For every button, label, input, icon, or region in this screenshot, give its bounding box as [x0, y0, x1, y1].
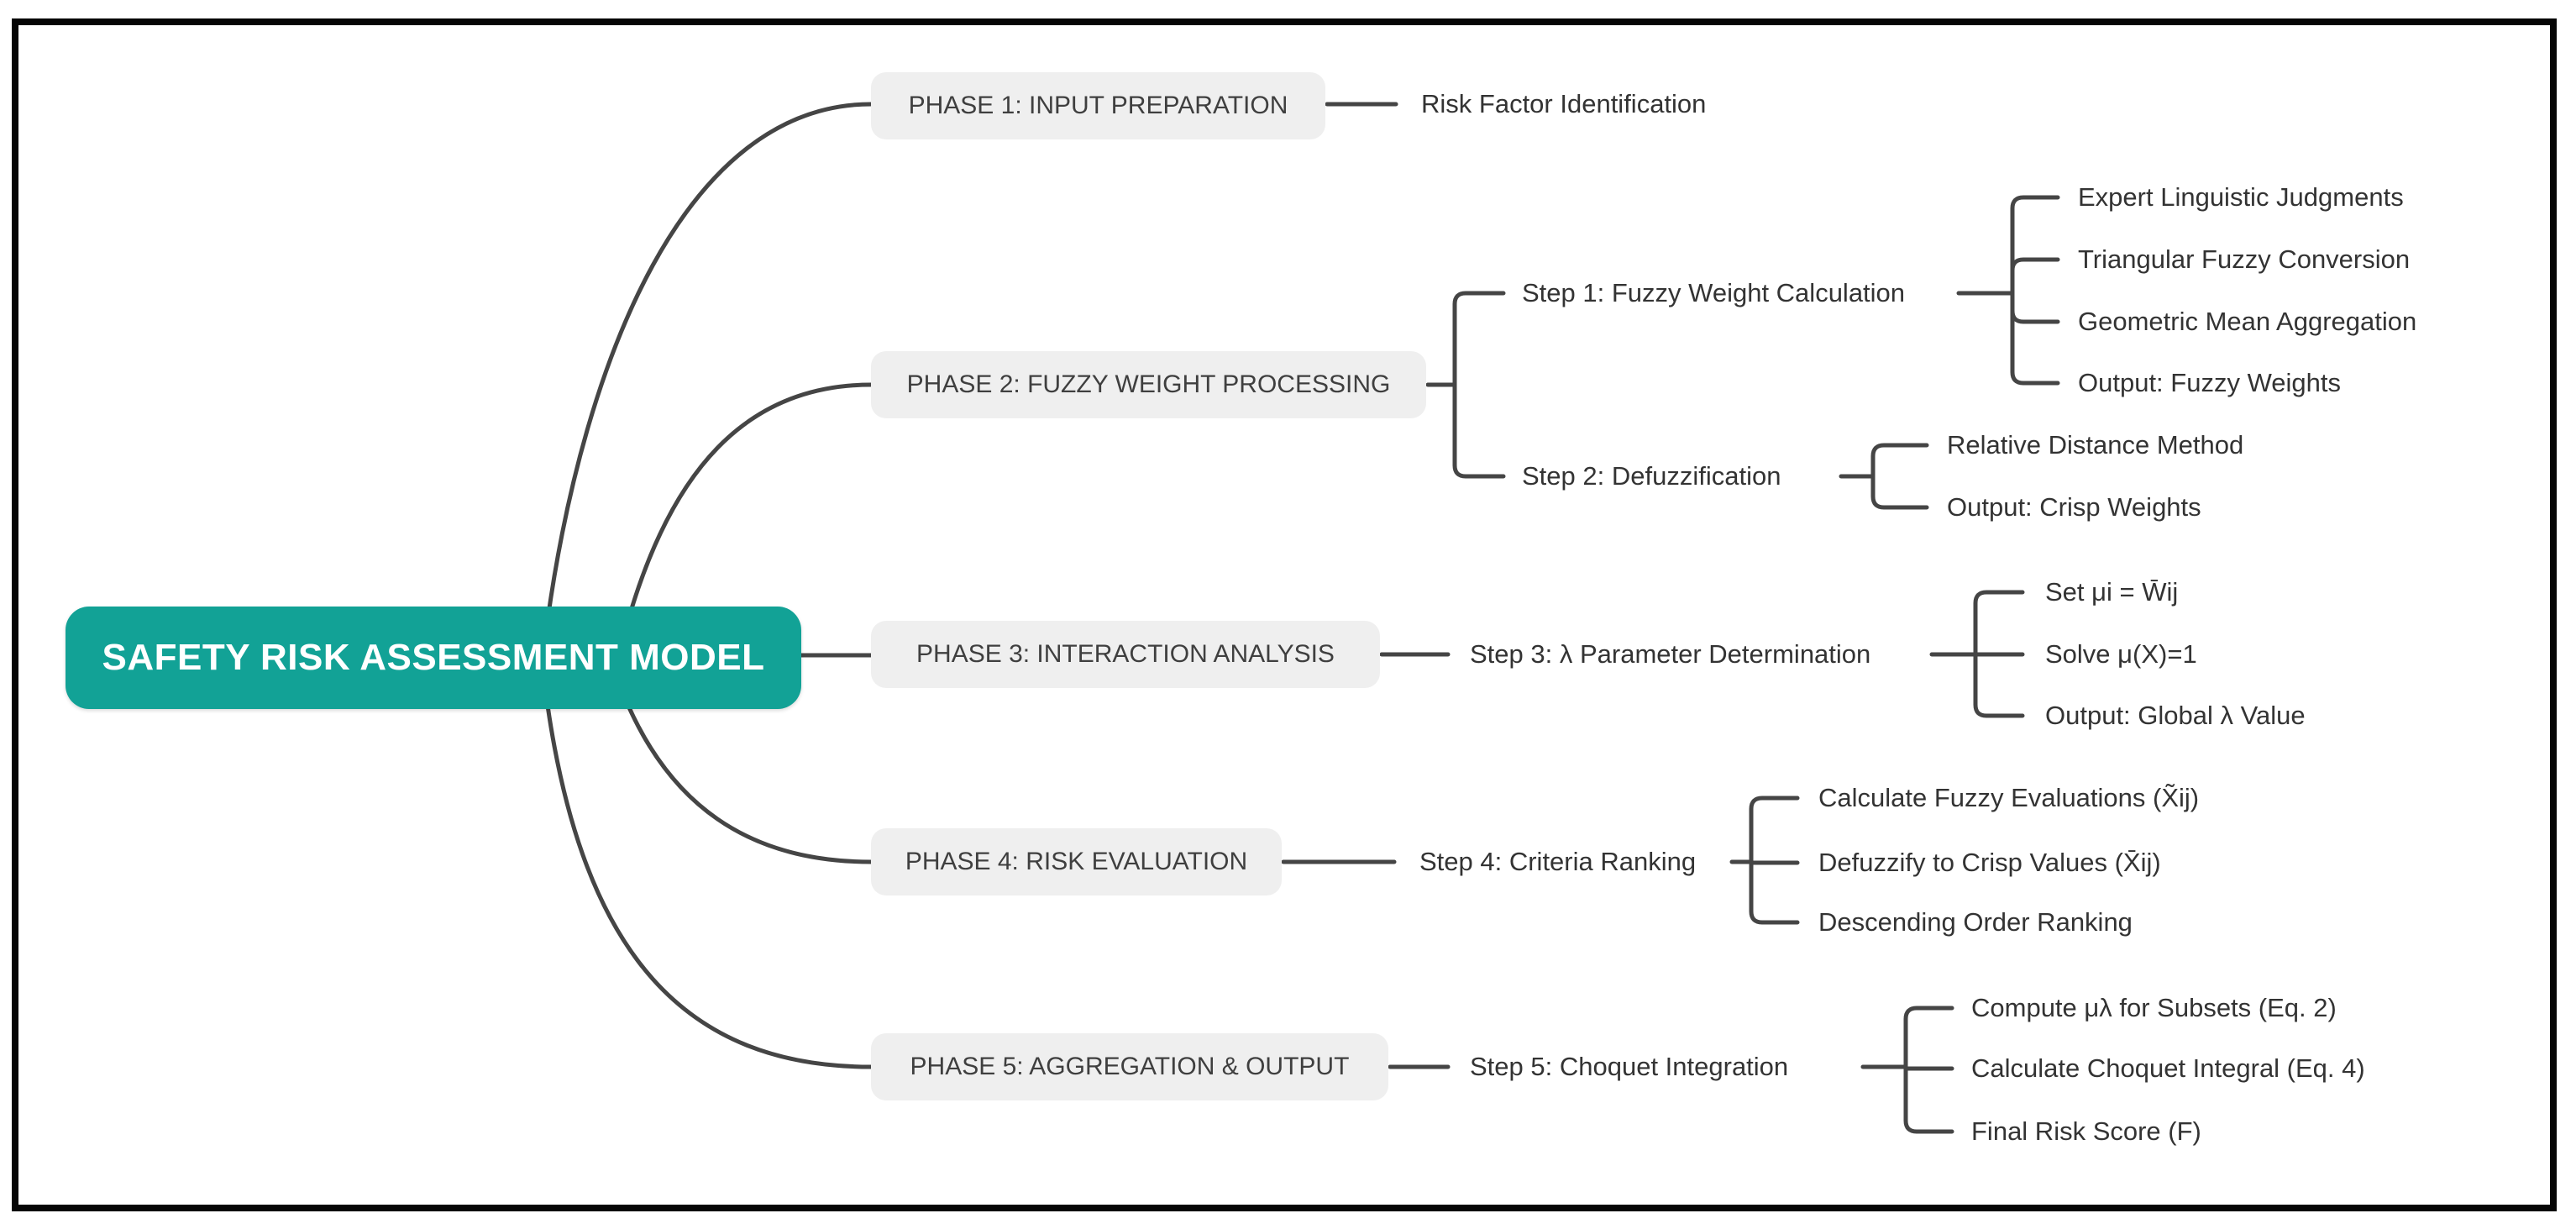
- step-3-label: Step 3: λ Parameter Determination: [1470, 639, 1871, 669]
- leaf-relative-distance-method: Relative Distance Method: [1947, 430, 2244, 460]
- leaf-descending-order-ranking: Descending Order Ranking: [1818, 907, 2133, 937]
- phase-3-label: PHASE 3: INTERACTION ANALYSIS: [916, 640, 1335, 668]
- step-1-label: Step 1: Fuzzy Weight Calculation: [1522, 278, 1906, 307]
- curve-root-phase2: [626, 382, 874, 622]
- leaf-defuzzify-to-crisp-values: Defuzzify to Crisp Values (X̄ij): [1818, 848, 2161, 877]
- phase-1-node: PHASE 1: INPUT PREPARATION: [871, 72, 1325, 139]
- leaf-solve-mu-x-equals-1: Solve μ(X)=1: [2045, 639, 2197, 669]
- phase-4-label: PHASE 4: RISK EVALUATION: [905, 848, 1248, 875]
- leaf-expert-linguistic-judgments: Expert Linguistic Judgments: [2078, 182, 2404, 212]
- leaf-calculate-choquet-integral: Calculate Choquet Integral (Eq. 4): [1971, 1053, 2365, 1083]
- leaf-output-crisp-weights: Output: Crisp Weights: [1947, 492, 2201, 522]
- phase-5-node: PHASE 5: AGGREGATION & OUTPUT: [871, 1033, 1388, 1100]
- leaf-compute-mu-lambda-subsets: Compute μλ for Subsets (Eq. 2): [1971, 993, 2337, 1022]
- phase-5-label: PHASE 5: AGGREGATION & OUTPUT: [910, 1053, 1350, 1080]
- leaf-set-mu-equals-wij: Set μi = W̄ij: [2045, 577, 2179, 607]
- phase-4-node: PHASE 4: RISK EVALUATION: [871, 828, 1282, 895]
- leaf-output-global-lambda-value: Output: Global λ Value: [2045, 701, 2306, 730]
- leaf-final-risk-score: Final Risk Score (F): [1971, 1116, 2201, 1146]
- root-node: SAFETY RISK ASSESSMENT MODEL: [66, 607, 801, 709]
- curve-root-phase5: [545, 703, 874, 1069]
- leaf-output-fuzzy-weights: Output: Fuzzy Weights: [2078, 368, 2341, 397]
- phase-2-node: PHASE 2: FUZZY WEIGHT PROCESSING: [871, 351, 1426, 418]
- step-2-label: Step 2: Defuzzification: [1522, 461, 1781, 491]
- leaf-geometric-mean-aggregation: Geometric Mean Aggregation: [2078, 307, 2417, 336]
- leaf-risk-factor-identification: Risk Factor Identification: [1421, 89, 1707, 118]
- step-4-label: Step 4: Criteria Ranking: [1419, 847, 1697, 876]
- leaf-calculate-fuzzy-evaluations: Calculate Fuzzy Evaluations (X̃ij): [1818, 783, 2200, 812]
- phase-3-node: PHASE 3: INTERACTION ANALYSIS: [871, 621, 1380, 688]
- step-5-label: Step 5: Choquet Integration: [1470, 1052, 1789, 1081]
- leaf-triangular-fuzzy-conversion: Triangular Fuzzy Conversion: [2078, 244, 2411, 274]
- curve-root-phase1: [545, 102, 874, 622]
- phase-2-label: PHASE 2: FUZZY WEIGHT PROCESSING: [906, 370, 1391, 398]
- root-node-label: SAFETY RISK ASSESSMENT MODEL: [102, 637, 765, 678]
- phase-1-label: PHASE 1: INPUT PREPARATION: [908, 92, 1288, 119]
- curve-root-phase4: [626, 703, 874, 864]
